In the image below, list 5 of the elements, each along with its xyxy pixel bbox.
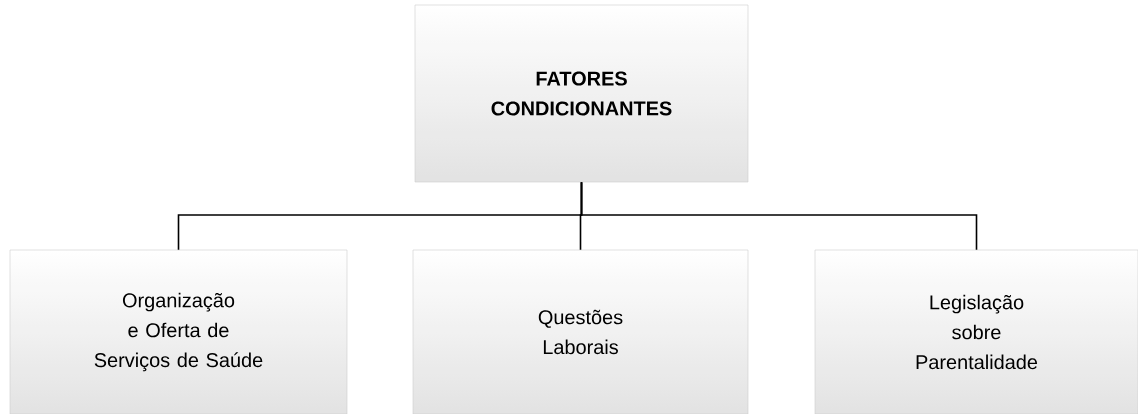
box: Organização e Oferta de Serviços de Saúde (9, 249, 348, 414)
box: Legislação sobre Parentalidade (814, 249, 1138, 414)
box: Questões Laborais (412, 249, 749, 414)
connector-line (580, 181, 978, 251)
box: FATORES CONDICIONANTES (414, 4, 749, 183)
